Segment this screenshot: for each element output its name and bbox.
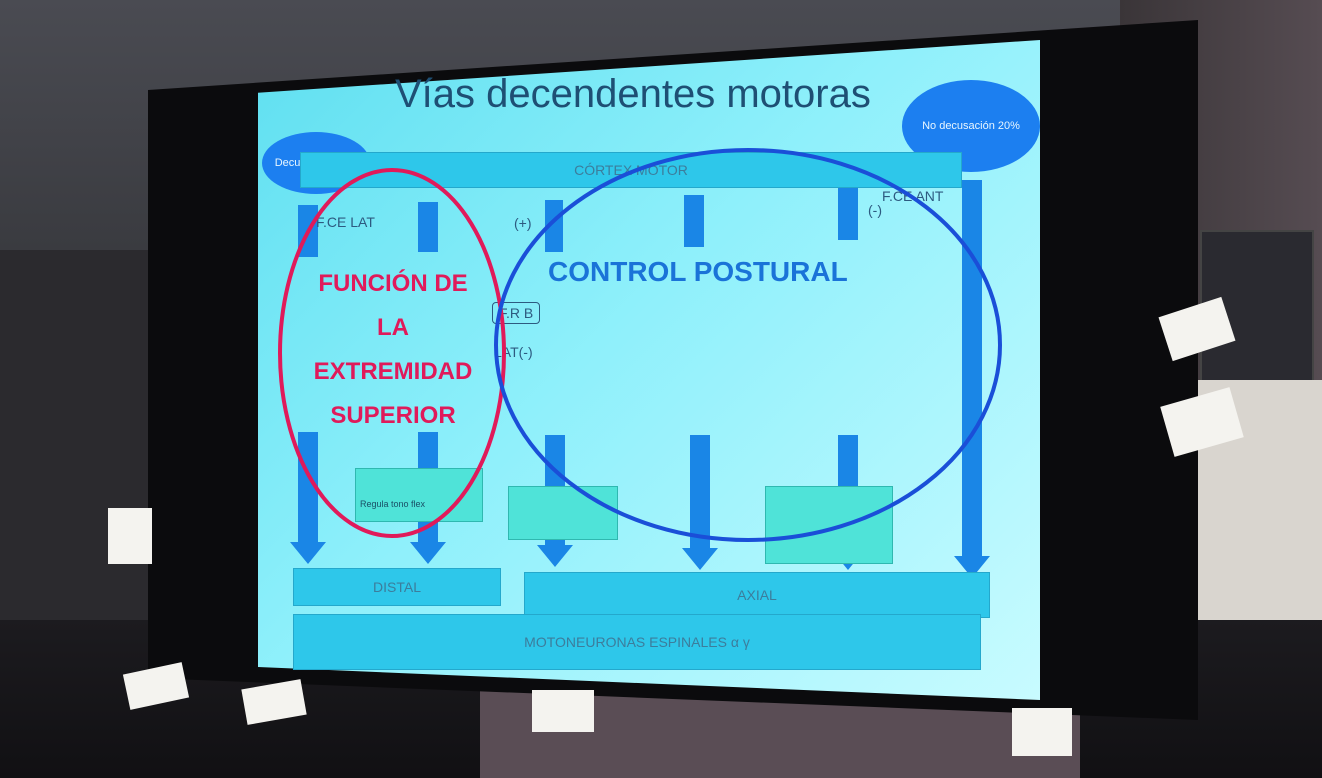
sticky-note: [1012, 708, 1072, 756]
note-text: Regula tono flex: [360, 499, 426, 509]
arrow-down-icon: [537, 545, 573, 567]
stem: [418, 202, 438, 252]
blue-circle: [494, 148, 1002, 542]
motoneuron-bar: MOTONEURONAS ESPINALES α γ: [293, 614, 981, 670]
stem: [545, 200, 563, 252]
red-line: LA: [377, 314, 409, 341]
red-line: FUNCIÓN DE: [318, 270, 468, 297]
distal-bar: DISTAL: [293, 568, 501, 606]
red-line: SUPERIOR: [330, 402, 456, 429]
plus-label: (+): [514, 215, 532, 231]
stem: [962, 180, 982, 560]
arrow-down-icon: [410, 542, 446, 564]
sticky-note: [532, 690, 594, 732]
blue-annotation: CONTROL POSTURAL: [548, 256, 848, 287]
cortex-bar: CÓRTEX MOTOR: [300, 152, 962, 188]
sticky-note: [108, 508, 152, 564]
stem: [690, 435, 710, 550]
note-box: [508, 486, 618, 540]
red-circle: [278, 168, 506, 538]
red-line: EXTREMIDAD: [313, 358, 473, 385]
frb-label: F.R B: [492, 302, 541, 324]
stem: [838, 188, 858, 240]
stem: [684, 195, 704, 247]
fce-lat-label: F.CE LAT: [316, 214, 375, 230]
minus-label: (-): [868, 202, 882, 218]
slide-title: Vías decendentes motoras: [395, 72, 871, 116]
red-annotation: FUNCIÓN DE LA EXTREMIDAD SUPERIOR: [280, 262, 506, 438]
arrow-down-icon: [290, 542, 326, 564]
arrow-down-icon: [682, 548, 718, 570]
note-box: [765, 486, 893, 564]
